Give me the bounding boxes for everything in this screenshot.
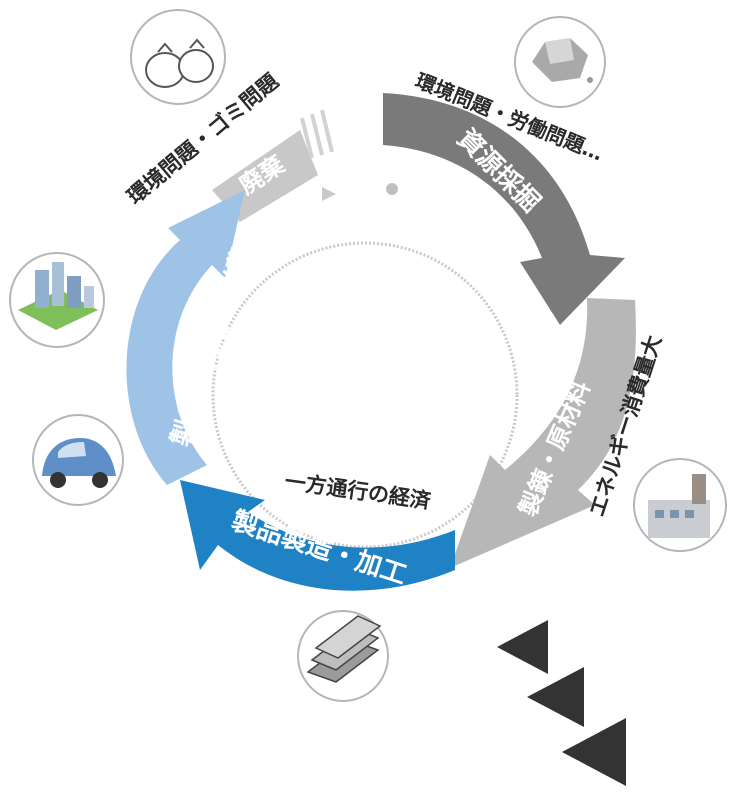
- garbage-bags-icon: [130, 9, 226, 105]
- chevron-icon: [562, 718, 626, 786]
- disposal-stripe: [300, 117, 314, 159]
- disposal-stripe: [320, 109, 334, 153]
- refining-arrow: [450, 298, 636, 568]
- chevron-icon: [527, 667, 584, 727]
- disposal-stripe: [310, 113, 324, 156]
- inner-guide-circle: [211, 241, 519, 549]
- ore-rock-icon: [514, 16, 606, 108]
- inner-circle-start-dot: [386, 183, 398, 195]
- center-label: 一方通行の経済: [283, 469, 433, 513]
- factory-icon: [633, 458, 727, 552]
- manufacturing-arrow: [180, 480, 455, 591]
- car-icon: [32, 414, 124, 506]
- steel-beams-icon: [297, 610, 389, 702]
- inner-circle-arrowhead: [322, 187, 336, 201]
- chevron-icon: [497, 620, 548, 674]
- use-arrow: [126, 190, 245, 485]
- city-buildings-icon: [9, 252, 105, 348]
- extraction-arrow: [383, 93, 625, 325]
